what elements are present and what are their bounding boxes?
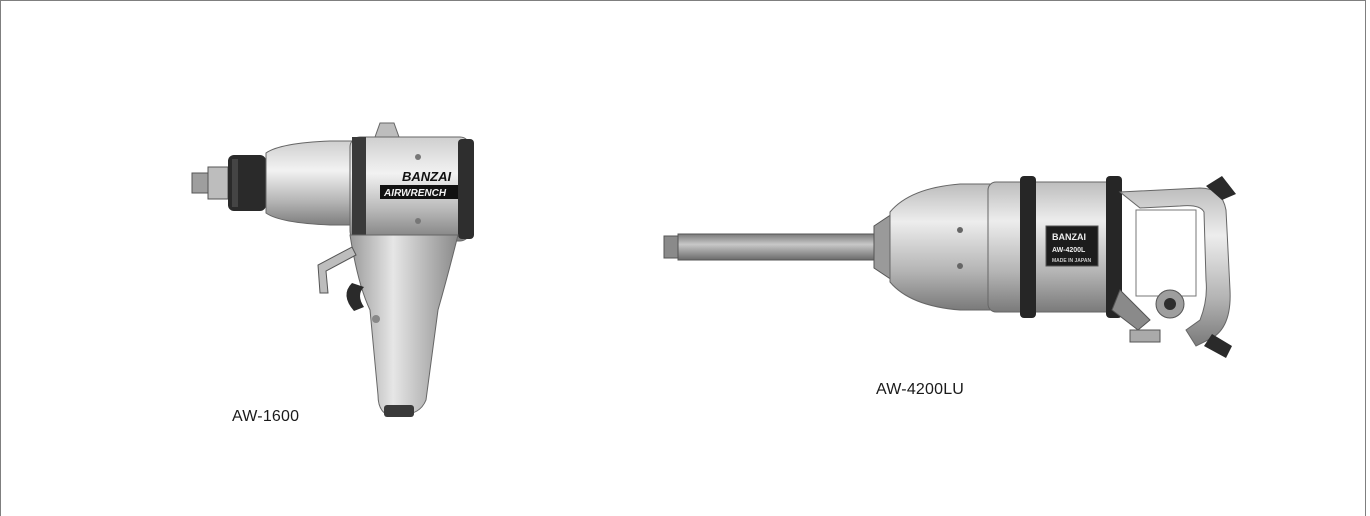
caption-right-model: AW-4200LU bbox=[876, 381, 965, 398]
caption-left-model: AW-1600 bbox=[232, 408, 300, 425]
svg-text:MADE IN JAPAN: MADE IN JAPAN bbox=[1052, 258, 1091, 264]
svg-text:AIRWRENCH: AIRWRENCH bbox=[383, 188, 447, 199]
impact-wrench-aw-4200lu-image: BANZAI AW-4200L MADE IN JAPAN bbox=[663, 176, 1236, 358]
impact-wrench-aw-1600-image: BANZAI AIRWRENCH bbox=[191, 122, 474, 417]
brand-logo-banzai: BANZAI bbox=[402, 169, 451, 184]
brand-logo-banzai: BANZAI bbox=[1052, 232, 1086, 242]
svg-text:AW-4200L: AW-4200L bbox=[1052, 247, 1086, 254]
